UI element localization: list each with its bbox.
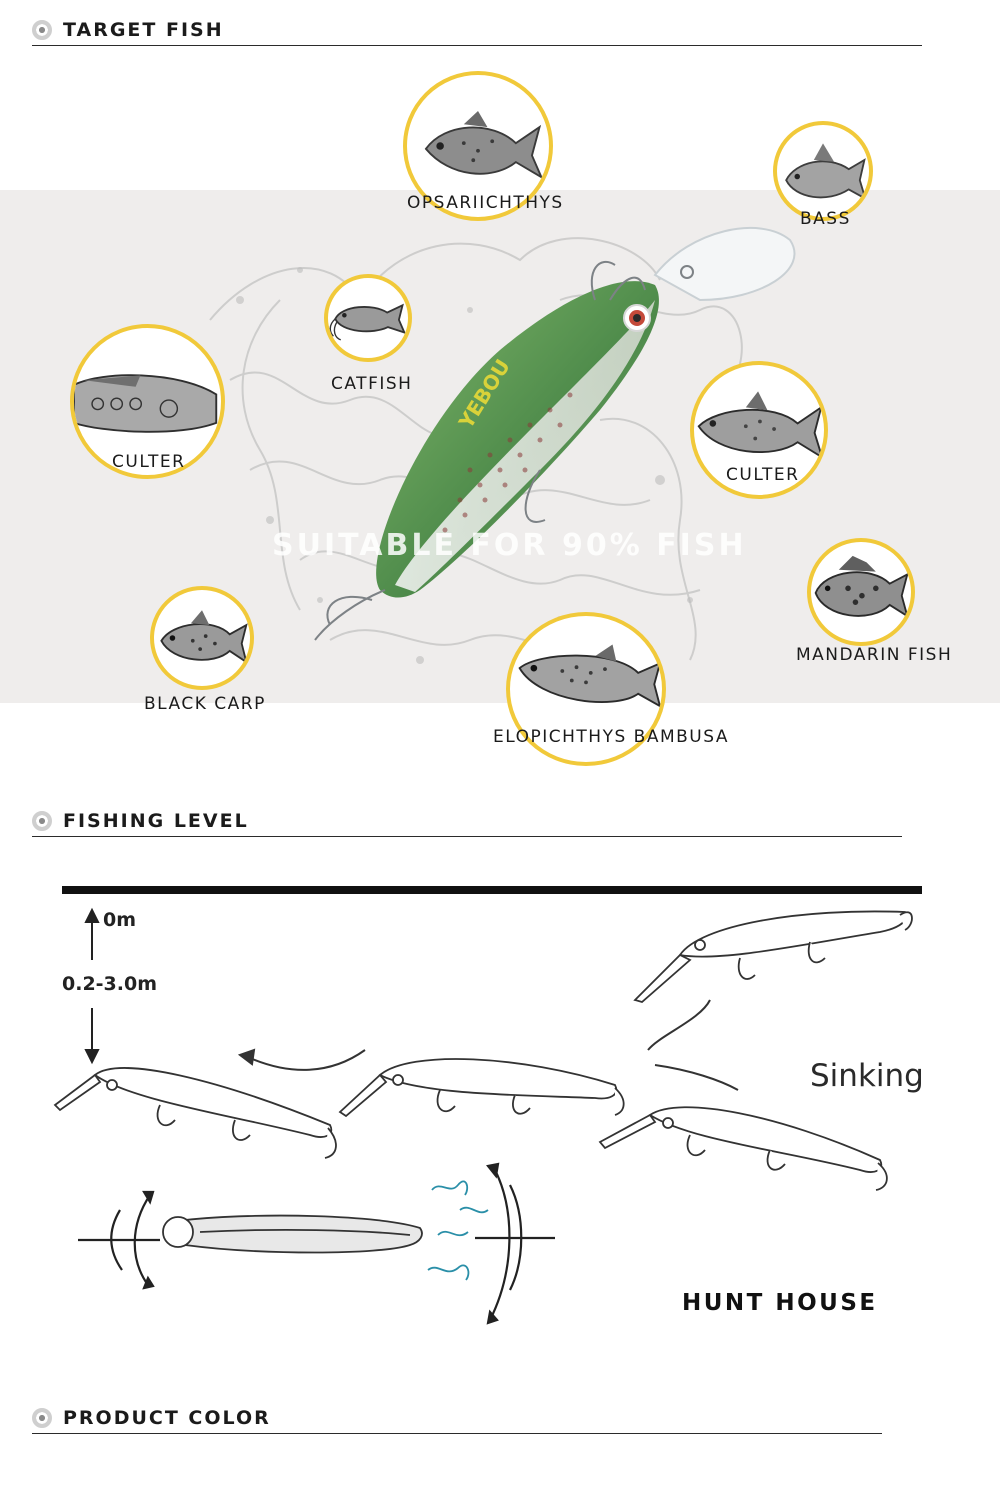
section-title: FISHING LEVEL bbox=[63, 810, 249, 832]
section-header-target-fish: TARGET FISH bbox=[32, 17, 922, 46]
water-surface-line bbox=[62, 886, 922, 894]
depth-arrow bbox=[84, 907, 100, 1065]
lure-outline-topview bbox=[162, 1214, 423, 1254]
fish-label-black-carp: BLACK CARP bbox=[144, 694, 266, 714]
section-header-fishing-level: FISHING LEVEL bbox=[32, 808, 902, 837]
fish-label-opsariichthys: OPSARIICHTHYS bbox=[407, 193, 564, 213]
fishing-level-diagram bbox=[53, 886, 922, 1325]
fish-label-bass: BASS bbox=[800, 209, 851, 229]
culter-icon bbox=[74, 374, 218, 433]
hunt-house-label: HUNT HOUSE bbox=[682, 1290, 878, 1316]
sinking-label: Sinking bbox=[810, 1058, 924, 1094]
section-header-product-color: PRODUCT COLOR bbox=[32, 1405, 882, 1434]
mandarin-fish-icon bbox=[814, 555, 909, 619]
fish-circle-mandarin-fish bbox=[807, 538, 915, 646]
depth-top-label: 0m bbox=[103, 909, 137, 931]
fish-circle-bass bbox=[773, 121, 873, 221]
section-divider bbox=[32, 836, 902, 837]
fish-circle-black-carp bbox=[150, 586, 254, 690]
lure-outline-middle bbox=[338, 1058, 625, 1118]
section-title: PRODUCT COLOR bbox=[63, 1407, 271, 1429]
catfish-icon bbox=[329, 303, 406, 341]
section-bullet-icon bbox=[32, 811, 52, 831]
fish-label-elopichthys-bambusa: ELOPICHTHYS BAMBUSA bbox=[493, 727, 729, 747]
water-wave-lines bbox=[427, 1180, 489, 1281]
culter-icon bbox=[697, 391, 824, 460]
bass-icon bbox=[785, 143, 867, 201]
lure-outline-top bbox=[633, 910, 913, 1003]
fish-circle-opsariichthys bbox=[403, 71, 553, 221]
motion-curves bbox=[237, 999, 739, 1091]
section-divider bbox=[32, 45, 922, 46]
swing-indicator-left bbox=[78, 1190, 160, 1290]
fish-label-culter-right: CULTER bbox=[726, 465, 800, 485]
section-bullet-icon bbox=[32, 1408, 52, 1428]
fish-circle-culter-right bbox=[690, 361, 828, 499]
opsariichthys-icon bbox=[424, 110, 544, 180]
lure-outline-right-lower bbox=[598, 1106, 888, 1191]
depth-range-label: 0.2-3.0m bbox=[62, 973, 157, 995]
black-carp-icon bbox=[160, 610, 248, 665]
fish-label-mandarin-fish: MANDARIN FISH bbox=[796, 645, 953, 665]
slogan-text: SUITABLE FOR 90% FISH bbox=[272, 528, 747, 563]
section-title: TARGET FISH bbox=[63, 19, 224, 41]
swing-indicator-right bbox=[475, 1162, 555, 1325]
fish-circle-catfish bbox=[324, 274, 412, 362]
fish-circle-culter-left bbox=[70, 324, 225, 479]
fish-label-catfish: CATFISH bbox=[331, 374, 413, 394]
fish-label-culter-left: CULTER bbox=[112, 452, 186, 472]
elopichthys-bambusa-icon bbox=[518, 644, 662, 708]
section-bullet-icon bbox=[32, 20, 52, 40]
lure-outline-left bbox=[53, 1067, 337, 1159]
section-divider bbox=[32, 1433, 882, 1434]
fish-circle-elopichthys-bambusa bbox=[506, 612, 666, 766]
